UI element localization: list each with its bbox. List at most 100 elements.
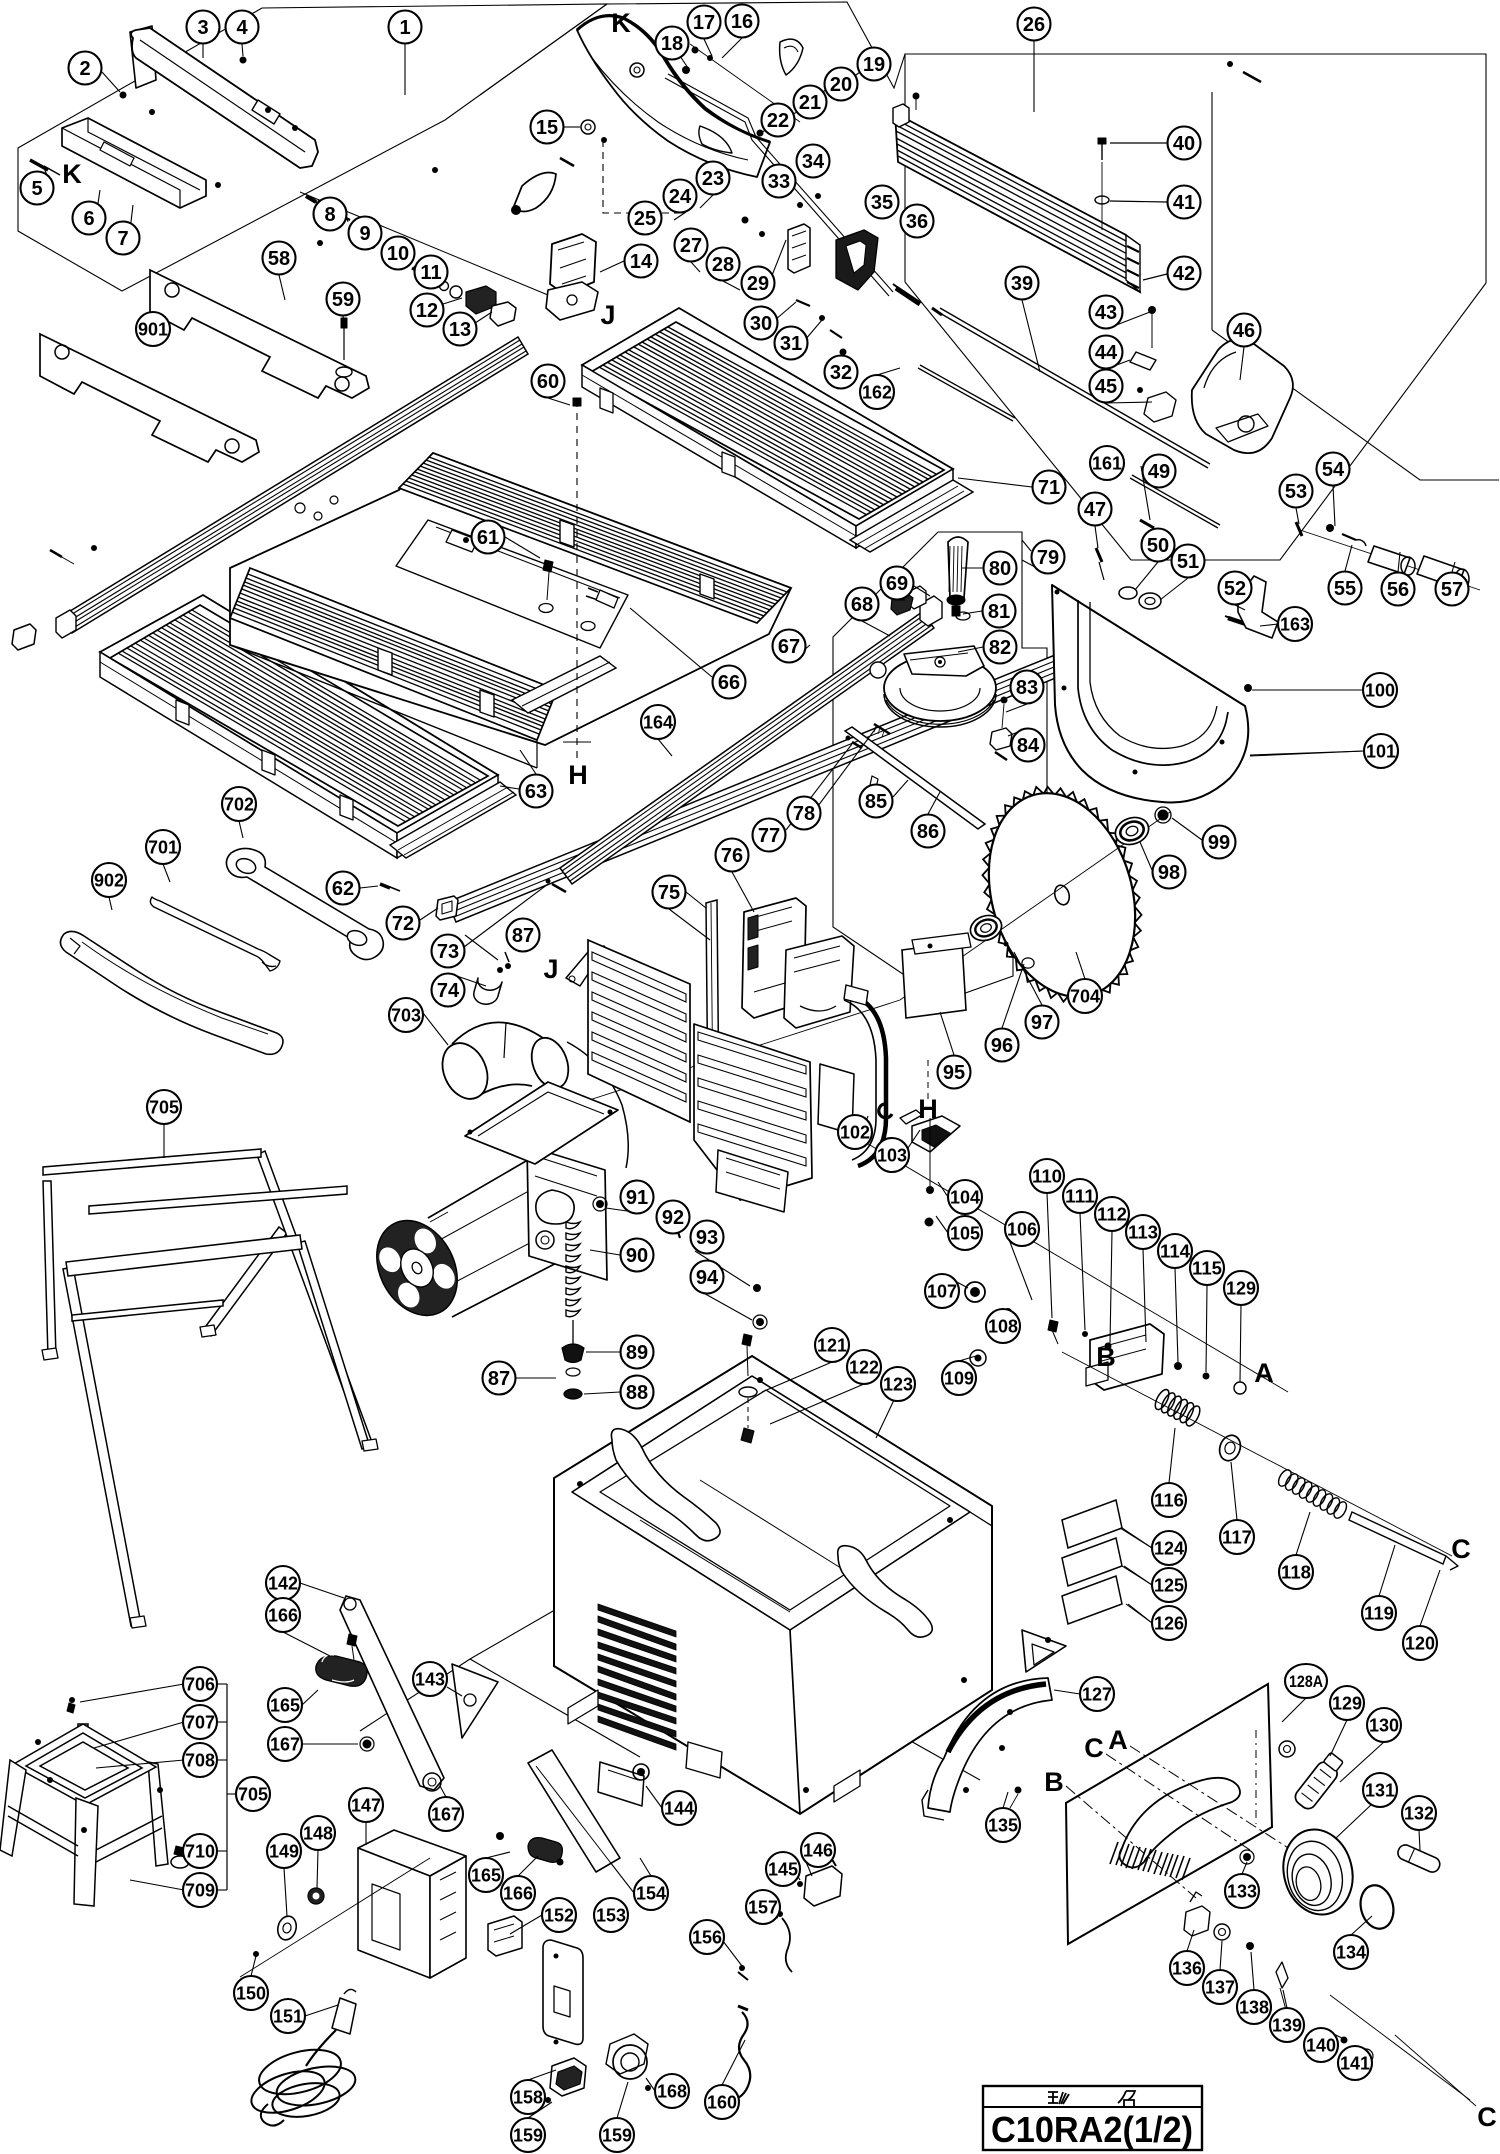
svg-text:162: 162 — [862, 383, 892, 403]
svg-text:114: 114 — [1160, 1242, 1190, 1262]
svg-text:146: 146 — [803, 1841, 833, 1861]
svg-text:80: 80 — [989, 558, 1011, 580]
svg-text:41: 41 — [1173, 192, 1195, 214]
svg-text:142: 142 — [268, 1574, 298, 1594]
svg-text:87: 87 — [512, 925, 534, 947]
svg-text:166: 166 — [268, 1606, 298, 1626]
svg-text:154: 154 — [636, 1884, 666, 1904]
svg-text:15: 15 — [536, 117, 558, 139]
svg-text:21: 21 — [799, 92, 821, 114]
svg-text:149: 149 — [269, 1842, 299, 1862]
svg-text:116: 116 — [1154, 1491, 1184, 1511]
svg-text:159: 159 — [602, 2126, 632, 2146]
svg-text:119: 119 — [1364, 1604, 1394, 1624]
svg-text:10: 10 — [387, 243, 409, 265]
svg-text:129: 129 — [1332, 1694, 1362, 1714]
svg-text:106: 106 — [1007, 1220, 1037, 1240]
svg-text:33: 33 — [768, 171, 790, 193]
svg-text:67: 67 — [778, 636, 800, 658]
svg-text:113: 113 — [1128, 1223, 1158, 1243]
svg-text:K: K — [62, 159, 82, 189]
svg-text:54: 54 — [1322, 459, 1345, 481]
svg-text:99: 99 — [1208, 832, 1230, 854]
svg-text:139: 139 — [1272, 2016, 1302, 2036]
svg-text:51: 51 — [1177, 551, 1199, 573]
svg-text:133: 133 — [1227, 1882, 1257, 1902]
svg-text:102: 102 — [840, 1123, 870, 1143]
svg-text:164: 164 — [643, 713, 673, 733]
svg-text:46: 46 — [1233, 320, 1255, 342]
svg-text:63: 63 — [525, 781, 547, 803]
svg-text:167: 167 — [270, 1735, 300, 1755]
svg-text:156: 156 — [692, 1928, 722, 1948]
svg-text:168: 168 — [657, 2082, 687, 2102]
svg-text:3: 3 — [197, 17, 208, 39]
svg-text:153: 153 — [596, 1906, 626, 1926]
svg-text:144: 144 — [664, 1799, 694, 1819]
svg-text:H: H — [568, 760, 588, 790]
svg-text:35: 35 — [871, 192, 893, 214]
svg-text:125: 125 — [1154, 1576, 1184, 1596]
svg-text:B: B — [1044, 1767, 1064, 1797]
svg-text:44: 44 — [1095, 342, 1118, 364]
svg-text:29: 29 — [747, 273, 769, 295]
svg-text:A: A — [1254, 1358, 1274, 1388]
svg-text:161: 161 — [1092, 454, 1122, 474]
svg-text:6: 6 — [83, 208, 94, 230]
svg-text:166: 166 — [503, 1884, 533, 1904]
svg-text:127: 127 — [1082, 1685, 1112, 1705]
svg-text:143: 143 — [415, 1670, 445, 1690]
svg-text:122: 122 — [849, 1358, 879, 1378]
svg-text:55: 55 — [1334, 578, 1356, 600]
svg-text:36: 36 — [906, 211, 928, 233]
svg-text:93: 93 — [696, 1227, 718, 1249]
svg-text:72: 72 — [392, 913, 414, 935]
svg-text:88: 88 — [626, 1382, 648, 1404]
svg-text:1: 1 — [399, 17, 410, 39]
svg-text:66: 66 — [718, 672, 740, 694]
svg-text:160: 160 — [707, 2093, 737, 2113]
svg-text:76: 76 — [721, 845, 743, 867]
svg-text:18: 18 — [661, 33, 683, 55]
svg-text:104: 104 — [950, 1188, 980, 1208]
svg-text:47: 47 — [1084, 499, 1106, 521]
svg-text:4: 4 — [236, 17, 248, 39]
svg-text:111: 111 — [1065, 1187, 1095, 1207]
svg-text:901: 901 — [138, 320, 168, 340]
svg-text:23: 23 — [702, 168, 724, 190]
svg-text:12: 12 — [416, 300, 438, 322]
svg-text:141: 141 — [1340, 2054, 1370, 2074]
svg-text:22: 22 — [767, 110, 789, 132]
svg-text:C: C — [1477, 2102, 1497, 2132]
svg-text:82: 82 — [989, 637, 1011, 659]
svg-text:123: 123 — [883, 1375, 913, 1395]
svg-text:101: 101 — [1366, 742, 1396, 762]
svg-text:708: 708 — [185, 1751, 215, 1771]
svg-text:26: 26 — [1023, 14, 1045, 36]
svg-text:14: 14 — [630, 251, 653, 273]
svg-text:75: 75 — [658, 882, 680, 904]
svg-text:39: 39 — [1011, 273, 1033, 295]
svg-text:28: 28 — [712, 254, 734, 276]
svg-text:17: 17 — [693, 12, 715, 34]
svg-text:77: 77 — [758, 825, 780, 847]
svg-text:94: 94 — [696, 1267, 719, 1289]
svg-text:42: 42 — [1173, 263, 1195, 285]
svg-text:108: 108 — [988, 1317, 1018, 1337]
svg-text:701: 701 — [148, 838, 178, 858]
svg-text:71: 71 — [1038, 477, 1060, 499]
svg-text:136: 136 — [1172, 1959, 1202, 1979]
svg-text:81: 81 — [988, 601, 1010, 623]
svg-text:56: 56 — [1387, 579, 1409, 601]
svg-text:157: 157 — [748, 1898, 778, 1918]
svg-text:96: 96 — [991, 1035, 1013, 1057]
svg-text:131: 131 — [1365, 1781, 1395, 1801]
svg-text:7: 7 — [117, 228, 128, 250]
svg-text:158: 158 — [513, 2088, 543, 2108]
svg-text:148: 148 — [303, 1824, 333, 1844]
svg-text:45: 45 — [1095, 376, 1117, 398]
svg-text:59: 59 — [332, 289, 354, 311]
svg-text:705: 705 — [149, 1098, 179, 1118]
svg-text:52: 52 — [1224, 578, 1246, 600]
svg-text:704: 704 — [1070, 987, 1100, 1007]
